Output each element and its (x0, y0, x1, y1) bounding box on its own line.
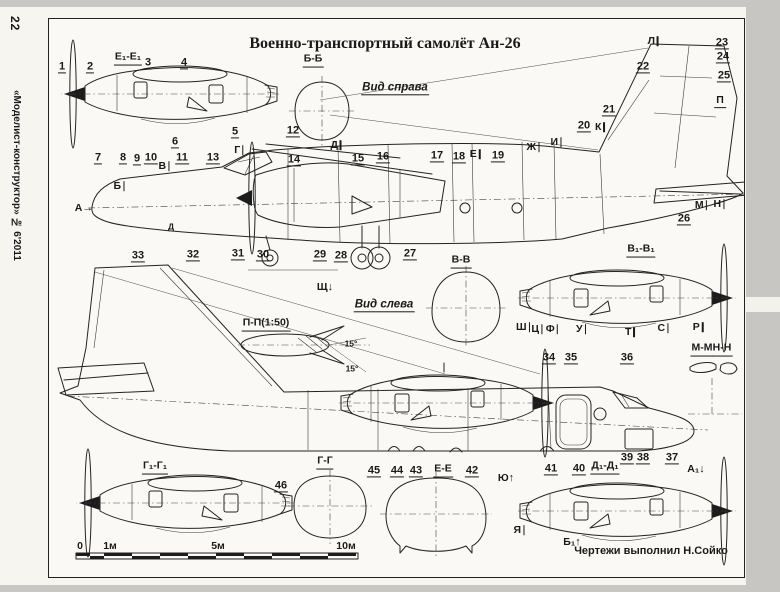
nacelle-v1-view (517, 243, 737, 353)
pp-detail (238, 326, 370, 372)
nacelle-e1-view (60, 39, 280, 149)
scan-edge-right (746, 7, 780, 585)
section-e-e (380, 472, 492, 558)
blueprint-art (48, 39, 745, 566)
page-number: 22 (8, 16, 22, 32)
left-side-view (58, 265, 708, 458)
mm-nn-profiles (688, 363, 742, 414)
nacelle-g1-view (75, 448, 295, 558)
nacelle-b1-view (517, 456, 737, 566)
scan-page-gap (746, 297, 780, 312)
section-v-v (426, 266, 506, 348)
section-g-g (288, 470, 372, 544)
scan-edge-top (0, 0, 780, 7)
scale-bar (76, 553, 358, 559)
magazine-title: «Моделист-конструктор» № 6'2011 (11, 90, 22, 261)
scan-edge-bottom (0, 585, 780, 592)
section-b-b (289, 76, 355, 146)
right-side-view (88, 44, 745, 270)
